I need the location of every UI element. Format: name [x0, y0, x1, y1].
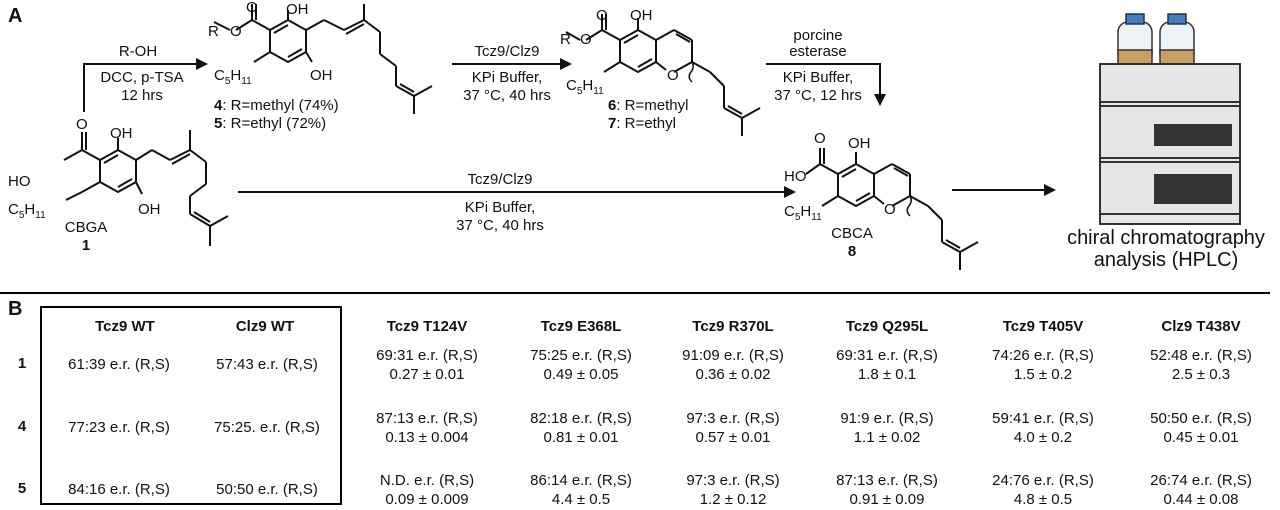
- col-header-clz9-t438v: Clz9 T438V: [1161, 318, 1241, 335]
- step3-buffer: KPi Buffer,: [783, 69, 854, 86]
- wild-type-box: [40, 306, 342, 505]
- svg-text:C5H11: C5H11: [784, 203, 822, 223]
- cbga-oh-bottom: OH: [138, 201, 161, 218]
- svg-text:C5H11: C5H11: [214, 67, 252, 87]
- cell-r5-e368l: 86:14 e.r. (R,S)4.4 ± 0.5: [530, 472, 632, 508]
- col-header-tcz9-wt: Tcz9 WT: [95, 318, 155, 335]
- cell-r4-q295l: 91:9 e.r. (R,S)1.1 ± 0.02: [840, 410, 934, 446]
- row-label-4: 4: [17, 418, 27, 435]
- cell-r1-t124v: 69:31 e.r. (R,S)0.27 ± 0.01: [376, 347, 478, 383]
- cbca-ester-r: R: [560, 31, 571, 48]
- step2-enzyme: Tcz9/Clz9: [474, 43, 539, 60]
- ester-carbonyl-o: O: [246, 0, 258, 16]
- direct-buffer: KPi Buffer,: [465, 199, 536, 216]
- col-header-tcz9-t405v: Tcz9 T405V: [1002, 318, 1084, 335]
- step2-conditions: 37 °C, 40 hrs: [463, 87, 551, 104]
- cbga-oh-top: OH: [110, 125, 133, 142]
- direct-conditions: 37 °C, 40 hrs: [456, 217, 544, 234]
- ester-cbca-structure: [565, 14, 761, 136]
- ester-o: O: [230, 23, 242, 40]
- step3-enzyme-2: esterase: [789, 43, 847, 60]
- cell-r5-t124v: N.D. e.r. (R,S)0.09 ± 0.009: [379, 472, 475, 508]
- compound-4-label: 4: R=methyl (74%): [214, 97, 339, 114]
- cbca-ester-ring-o: O: [667, 67, 679, 84]
- atom-labels: OH OH HO O C5H11 O R O OH OH C5H11 O R O…: [8, 0, 896, 223]
- cell-r5-clz9-wt: 50:50 e.r. (R,S): [216, 481, 318, 498]
- cell-r1-t438v: 52:48 e.r. (R,S)2.5 ± 0.3: [1150, 347, 1252, 383]
- cell-r5-t438v: 26:74 e.r. (R,S)0.44 ± 0.08: [1150, 472, 1252, 508]
- reaction-arrows: [83, 58, 1056, 198]
- cell-r5-tcz9-wt: 84:16 e.r. (R,S): [68, 481, 170, 498]
- cbca-ester-carbonyl-o: O: [596, 7, 608, 24]
- ester-oh-bottom: OH: [310, 67, 333, 84]
- direct-enzyme: Tcz9/Clz9: [467, 171, 532, 188]
- cell-r4-r370l: 97:3 e.r. (R,S)0.57 ± 0.01: [686, 410, 780, 446]
- cell-r1-r370l: 91:09 e.r. (R,S)0.36 ± 0.02: [682, 347, 784, 383]
- cbga-name: CBGA: [65, 219, 108, 236]
- cell-r5-q295l: 87:13 e.r. (R,S)0.91 ± 0.09: [836, 472, 938, 508]
- compound-7-label: 7: R=ethyl: [608, 115, 676, 132]
- cell-r1-e368l: 75:25 e.r. (R,S)0.49 ± 0.05: [530, 347, 632, 383]
- cell-r4-tcz9-wt: 77:23 e.r. (R,S): [68, 419, 170, 436]
- step3-conditions: 37 °C, 12 hrs: [774, 87, 862, 104]
- col-header-tcz9-e368l: Tcz9 E368L: [540, 318, 622, 335]
- step1-reagent: R-OH: [119, 43, 157, 60]
- reaction-conditions: R-OH DCC, p-TSA 12 hrs Tcz9/Clz9 KPi Buf…: [100, 27, 862, 234]
- svg-text:C5H11: C5H11: [566, 77, 604, 97]
- col-header-tcz9-t124v: Tcz9 T124V: [386, 318, 468, 335]
- hplc-instrument-icon: [1099, 13, 1241, 225]
- ester-oh-top: OH: [286, 1, 309, 18]
- cell-r4-e368l: 82:18 e.r. (R,S)0.81 ± 0.01: [530, 410, 632, 446]
- cbca-name: CBCA: [831, 225, 873, 242]
- cell-r5-r370l: 97:3 e.r. (R,S)1.2 ± 0.12: [686, 472, 780, 508]
- col-header-clz9-wt: Clz9 WT: [235, 318, 295, 335]
- cbga-ho: HO: [8, 173, 31, 190]
- cell-r4-t438v: 50:50 e.r. (R,S)0.45 ± 0.01: [1150, 410, 1252, 446]
- row-label-1: 1: [17, 355, 27, 372]
- step3-enzyme-1: porcine: [793, 27, 842, 44]
- hplc-label-1: chiral chromatography: [1067, 227, 1265, 249]
- cbca-oh: OH: [848, 135, 871, 152]
- panel-divider: [0, 292, 1270, 294]
- cell-r1-t405v: 74:26 e.r. (R,S)1.5 ± 0.2: [992, 347, 1094, 383]
- cell-r1-clz9-wt: 57:43 e.r. (R,S): [216, 356, 318, 373]
- cell-r5-t405v: 24:76 e.r. (R,S)4.8 ± 0.5: [992, 472, 1094, 508]
- cbca-ho: HO: [784, 168, 807, 185]
- ester-cbga-structure: [213, 4, 433, 114]
- compound-6-label: 6: R=methyl: [608, 97, 688, 114]
- cbga-number: 1: [82, 237, 90, 254]
- cbca-structure: [805, 148, 979, 270]
- cell-r4-t124v: 87:13 e.r. (R,S)0.13 ± 0.004: [376, 410, 478, 446]
- cbca-carbonyl-o: O: [814, 130, 826, 147]
- panel-b-label: B: [8, 298, 23, 320]
- svg-text:C5H11: C5H11: [8, 201, 46, 221]
- cbca-ester-o: O: [580, 31, 592, 48]
- cbga-structure: [63, 130, 229, 246]
- cell-r4-t405v: 59:41 e.r. (R,S)4.0 ± 0.2: [992, 410, 1094, 446]
- panel-a-label: A: [8, 5, 22, 27]
- cbca-number: 8: [848, 243, 856, 260]
- cbca-ester-oh: OH: [630, 7, 653, 24]
- cbca-ring-o: O: [884, 201, 896, 218]
- step1-conditions-2: 12 hrs: [121, 87, 163, 104]
- cell-r1-tcz9-wt: 61:39 e.r. (R,S): [68, 356, 170, 373]
- col-header-tcz9-q295l: Tcz9 Q295L: [845, 318, 929, 335]
- col-header-tcz9-r370l: Tcz9 R370L: [692, 318, 774, 335]
- compound-5-label: 5: R=ethyl (72%): [214, 115, 326, 132]
- reaction-scheme: A: [8, 0, 1265, 271]
- hplc-label-2: analysis (HPLC): [1094, 249, 1238, 271]
- ester-r: R: [208, 23, 219, 40]
- cell-r1-q295l: 69:31 e.r. (R,S)1.8 ± 0.1: [836, 347, 938, 383]
- row-label-5: 5: [17, 480, 27, 497]
- cbga-carbonyl-o: O: [76, 116, 88, 133]
- cell-r4-clz9-wt: 75:25. e.r. (R,S): [214, 419, 320, 436]
- step1-conditions-1: DCC, p-TSA: [100, 69, 183, 86]
- step2-buffer: KPi Buffer,: [472, 69, 543, 86]
